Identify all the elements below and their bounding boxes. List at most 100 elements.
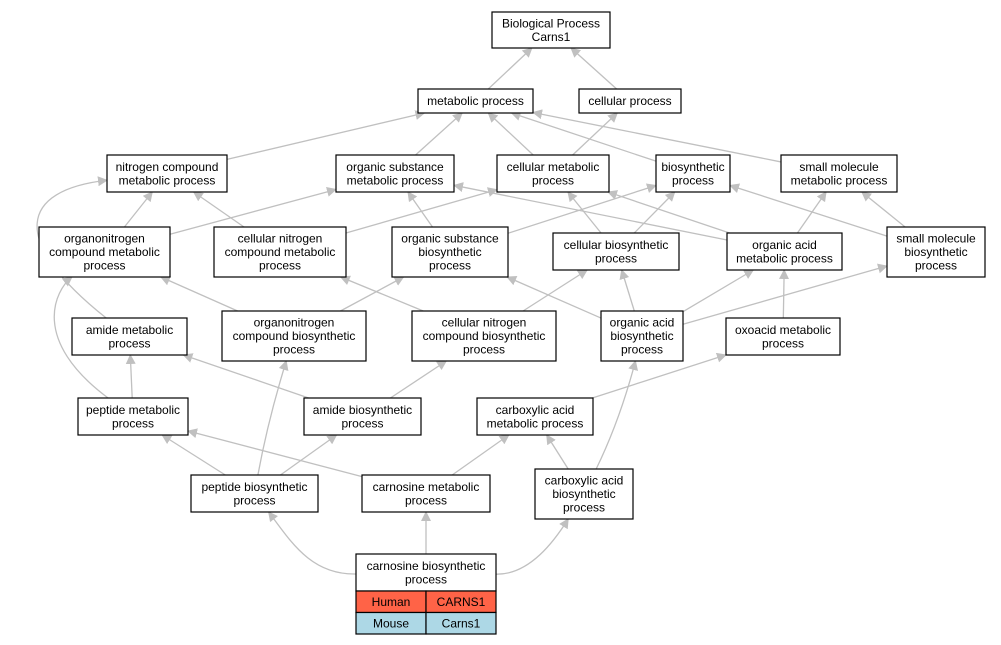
edge-cellnitro-to-nitrogen (192, 191, 245, 228)
node-label-line: organic acid (610, 316, 675, 330)
node-label-line: Biological Process (502, 16, 600, 30)
node-label-line: process (273, 343, 315, 357)
node-label-line: organic acid (752, 238, 817, 252)
node-label-line: Carns1 (532, 30, 571, 44)
node-box (335, 154, 455, 193)
node-label-line: process (563, 501, 605, 515)
node-box (417, 88, 534, 114)
edge-amidebio-to-cellnitrobio (390, 360, 448, 399)
node-box (411, 310, 557, 362)
edge-carnmet-to-peptidemet (187, 428, 363, 478)
edge-smallbio-to-smallmol (861, 191, 906, 228)
edge-biosyn-to-metabolic (510, 111, 657, 162)
node-label-line: metabolic process (736, 251, 833, 265)
edge-amidemet-to-nitrogen (36, 176, 108, 319)
node-label-line: process (463, 343, 505, 357)
go-node-cellular[interactable]: cellular process (578, 88, 682, 114)
edge-orgnitrobio-to-orgnitro (159, 276, 238, 312)
edge-nitrogen-to-metabolic (226, 110, 426, 161)
node-box (77, 397, 189, 436)
node-label-line: process (112, 416, 154, 430)
node-label-line: process (595, 251, 637, 265)
node-label-line: process (405, 493, 447, 507)
node-label-line: organonitrogen (254, 316, 335, 330)
node-label-line: process (108, 336, 150, 350)
node-box (213, 226, 347, 278)
node-label-line: biosynthetic (552, 487, 615, 501)
go-node-metabolic[interactable]: metabolic process (417, 88, 534, 114)
edge-orgacidbio-to-orgacid (682, 269, 755, 313)
edge-carnmet-to-carbmet (451, 434, 510, 476)
node-box (552, 232, 680, 271)
node-label-line: small molecule (799, 160, 879, 174)
node-label-line: process (429, 259, 471, 273)
edge-cellnitrobio-to-cellnitro (339, 275, 424, 312)
node-label-line: peptide metabolic (86, 403, 180, 417)
node-label-line: process (621, 343, 663, 357)
node-box (361, 474, 491, 513)
node-label-line: process (259, 259, 301, 273)
node-label-line: organic substance (401, 232, 499, 246)
edge-carnbio-to-peptidebio (268, 511, 357, 575)
node-label-line: cellular nitrogen (442, 316, 527, 330)
node-box (600, 310, 684, 362)
edge-carbmet-to-oxoacid (592, 352, 727, 399)
node-box (38, 226, 171, 278)
node-label-line: process (762, 336, 804, 350)
edge-orgacid-to-orgsub (453, 182, 728, 241)
node-box (886, 226, 986, 278)
node-label-line: organonitrogen (64, 232, 145, 246)
edge-orgacidbio-to-orgsubbio (506, 276, 602, 319)
node-label-line: organic substance (346, 160, 444, 174)
edge-amidebio-to-amidemet (182, 353, 309, 399)
node-box (303, 397, 422, 436)
edge-cellbio-to-biosyn (633, 191, 676, 234)
ortholog-gene-text: CARNS1 (437, 595, 486, 609)
ortholog-cell-gene (425, 611, 497, 635)
edge-orgnitro-to-nitrogen (123, 191, 153, 228)
edge-peptidebio-to-orgnitrobio (257, 360, 289, 476)
node-label-line: oxoacid metabolic (735, 323, 831, 337)
node-label-line: cellular biosynthetic (564, 238, 669, 252)
node-label-line: metabolic process (119, 173, 216, 187)
node-label-line: process (233, 493, 275, 507)
node-label-line: metabolic process (427, 94, 524, 108)
node-label-line: biosynthetic (661, 160, 724, 174)
node-box (534, 468, 634, 520)
edge-orgacid-to-smallmol (796, 191, 827, 234)
node-label-line: process (341, 416, 383, 430)
edge-oxoacid-to-orgacid (779, 269, 790, 319)
edge-cellmet-to-cellular (572, 112, 618, 156)
edge-orgnitro-to-orgsub (169, 186, 337, 235)
edge-orgacid-to-cellmet (606, 190, 730, 234)
node-box (496, 154, 610, 193)
edge-carbbio-to-carbmet (546, 434, 569, 470)
